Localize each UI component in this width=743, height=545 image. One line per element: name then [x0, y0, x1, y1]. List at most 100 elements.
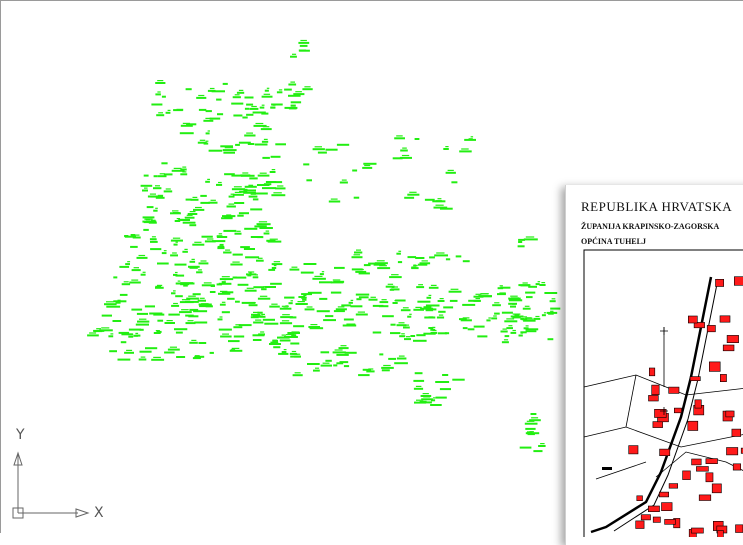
building	[687, 420, 699, 431]
survey-point-label	[307, 363, 320, 365]
survey-point-label	[180, 283, 190, 286]
survey-point-label	[157, 80, 164, 82]
survey-point-label	[108, 335, 114, 338]
survey-point-label	[250, 193, 256, 195]
survey-point-label	[132, 236, 141, 239]
survey-point-label	[512, 313, 521, 315]
survey-point-label	[257, 184, 270, 186]
survey-point-label	[378, 305, 389, 308]
survey-point-label	[404, 338, 411, 341]
survey-point-label	[146, 206, 154, 209]
survey-point-label	[245, 189, 253, 191]
survey-point-label	[284, 106, 298, 109]
survey-point-label	[523, 238, 538, 241]
survey-point-label	[343, 318, 354, 321]
survey-point-label	[239, 190, 245, 193]
survey-point-label	[535, 315, 540, 318]
survey-point-label	[113, 276, 118, 279]
survey-point-label	[502, 328, 507, 330]
survey-point-label	[216, 98, 222, 101]
building	[652, 516, 661, 523]
survey-point-label	[234, 202, 245, 204]
survey-point-label	[230, 193, 235, 195]
survey-point-label	[278, 89, 283, 91]
survey-point-label	[269, 343, 281, 345]
survey-point-label	[303, 163, 310, 166]
survey-point-label	[219, 316, 223, 318]
ucs-axes-icon	[12, 451, 90, 519]
building	[731, 428, 741, 437]
survey-point-label	[290, 342, 300, 345]
survey-point-label	[228, 203, 235, 205]
survey-point-label	[219, 243, 224, 246]
survey-point-label	[416, 399, 424, 401]
survey-point-label	[128, 328, 142, 331]
survey-point-label	[244, 289, 257, 292]
survey-point-label	[89, 332, 97, 334]
survey-point-label	[246, 103, 254, 106]
survey-point-label	[234, 232, 242, 235]
survey-point-label	[525, 328, 539, 331]
survey-point-label	[422, 393, 429, 395]
building	[652, 421, 663, 428]
survey-point-label	[112, 320, 122, 322]
survey-point-label	[401, 154, 410, 157]
survey-point-label	[198, 108, 207, 111]
survey-point-label	[522, 307, 531, 310]
cadastral-map-sheet[interactable]: REPUBLIKA HRVATSKA ŽUPANIJA KRAPINSKO-ZA…	[565, 185, 743, 545]
survey-point-label	[525, 291, 536, 294]
survey-point-label	[158, 112, 163, 114]
survey-point-label	[410, 335, 416, 337]
survey-point-label	[348, 301, 353, 304]
survey-point-label	[283, 307, 289, 310]
survey-point-label	[231, 102, 244, 105]
survey-point-label	[259, 315, 266, 318]
survey-point-label	[205, 180, 210, 183]
survey-point-label	[550, 310, 554, 312]
survey-point-label	[243, 191, 256, 194]
building	[651, 384, 660, 396]
survey-point-label	[173, 243, 178, 246]
survey-point-label	[164, 351, 175, 354]
survey-point-label	[261, 288, 267, 291]
survey-point-label	[187, 320, 194, 322]
survey-point-label	[317, 151, 327, 154]
survey-point-label	[413, 308, 424, 311]
survey-point-label	[434, 254, 448, 257]
survey-point-label	[180, 173, 188, 176]
survey-point-label	[330, 198, 338, 200]
survey-point-label	[118, 331, 130, 334]
survey-point-label	[488, 317, 491, 319]
survey-point-label	[185, 282, 195, 285]
survey-point-label	[415, 257, 425, 259]
survey-point-label	[236, 230, 241, 232]
survey-point-label	[290, 55, 297, 58]
survey-point-label	[197, 299, 206, 302]
survey-point-label	[252, 339, 262, 341]
survey-point-label	[319, 297, 328, 300]
survey-point-label	[302, 298, 307, 301]
survey-point-label	[500, 286, 511, 289]
survey-point-label	[353, 196, 360, 199]
survey-point-label	[510, 297, 519, 299]
survey-point-label	[332, 351, 346, 354]
survey-point-label	[304, 86, 311, 88]
drawing-viewport[interactable]	[0, 0, 743, 533]
building	[682, 470, 691, 480]
survey-point-label	[352, 169, 358, 172]
survey-point-label	[433, 206, 448, 209]
survey-point-label	[175, 274, 185, 277]
survey-point-label	[355, 313, 368, 316]
survey-point-label	[398, 322, 405, 324]
survey-point-label	[232, 261, 240, 263]
survey-point-label	[270, 282, 282, 285]
survey-point-label	[376, 260, 385, 262]
survey-point-label	[223, 229, 237, 232]
survey-point-label	[475, 297, 480, 300]
survey-point-label	[276, 91, 283, 94]
survey-point-label	[139, 318, 147, 320]
survey-point-label	[407, 315, 412, 318]
building	[694, 399, 702, 409]
survey-point-label	[529, 431, 534, 433]
survey-point-label	[218, 292, 231, 295]
